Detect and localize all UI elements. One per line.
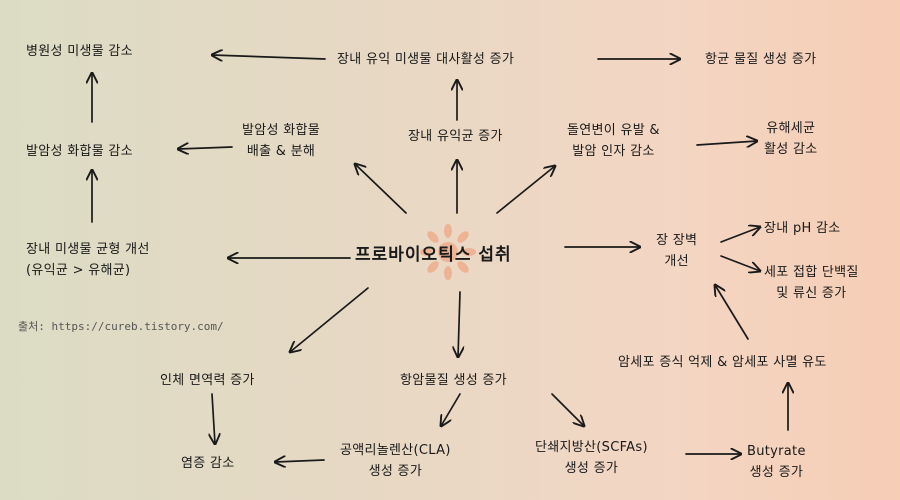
node-anticancer-increase: 항암물질 생성 증가: [400, 373, 507, 388]
node-balance-line2: (유익균 > 유해균): [26, 263, 131, 278]
node-inflammation-decrease: 염증 감소: [181, 456, 235, 471]
arrow-anticancer-to-cla: [441, 393, 461, 426]
arrow-carcinogen-to-decrease: [178, 147, 233, 149]
arrow-cla-to-inflammation: [275, 460, 325, 462]
node-junction-line2: 및 류신 증가: [776, 286, 847, 301]
arrow-anticancer-to-scfa: [551, 393, 584, 426]
arrow-top-to-pathogen: [212, 55, 326, 59]
node-harmful-activity-decrease: 유해세균 활성 감소: [764, 118, 817, 160]
arrow-barrier-to-ph: [720, 227, 760, 243]
node-cla-increase: 공액리놀렌산(CLA) 생성 증가: [340, 440, 451, 482]
node-barrier-line2: 개선: [664, 254, 689, 269]
node-cla-line2: 생성 증가: [368, 464, 423, 479]
node-butyrate-line2: 생성 증가: [749, 465, 804, 480]
source-credit: 출처: https://cureb.tistory.com/: [18, 320, 224, 333]
node-cancer-cell-suppression: 암세포 증식 억제 & 암세포 사멸 유도: [618, 355, 827, 370]
arrow-cancercell-to-barrier: [715, 285, 749, 340]
node-beneficial-increase: 장내 유익균 증가: [408, 129, 503, 144]
node-butyrate-line1: Butyrate: [747, 444, 806, 459]
node-gut-barrier: 장 장벽 개선: [656, 230, 697, 272]
node-scfa-increase: 단쇄지방산(SCFAs) 생성 증가: [535, 437, 648, 479]
node-barrier-line1: 장 장벽: [656, 233, 698, 248]
node-immunity-increase: 인체 면역력 증가: [160, 373, 255, 388]
node-butyrate-increase: Butyrate 생성 증가: [747, 441, 806, 483]
node-ph-decrease: 장내 pH 감소: [764, 221, 841, 236]
node-carcinogen-excretion-line1: 발암성 화합물: [242, 123, 320, 138]
arrow-center-to-mutation: [496, 166, 555, 214]
node-cla-line1: 공액리놀렌산(CLA): [340, 443, 451, 458]
node-carcinogen-excretion-line2: 배출 & 분해: [246, 144, 316, 159]
arrow-immunity-to-inflammation: [212, 393, 215, 444]
probiotic-sun-icon: [420, 224, 476, 280]
node-microbe-balance: 장내 미생물 균형 개선 (유익균 > 유해균): [26, 239, 150, 281]
node-mutation-line2: 발암 인자 감소: [572, 144, 655, 159]
node-harmful-line2: 활성 감소: [764, 142, 818, 157]
arrow-center-to-carcinogen: [355, 164, 407, 214]
node-beneficial-metabolic-activity: 장내 유익 미생물 대사활성 증가: [337, 52, 515, 67]
node-scfa-line2: 생성 증가: [564, 461, 619, 476]
node-carcinogen-decrease: 발암성 화합물 감소: [26, 144, 133, 159]
node-antibacterial-increase: 항균 물질 생성 증가: [705, 52, 817, 67]
arrow-center-to-immunity: [290, 287, 369, 352]
arrow-mutation-to-harmful: [696, 141, 757, 145]
node-mutation-decrease: 돌연변이 유발 & 발암 인자 감소: [567, 120, 660, 162]
node-scfa-line1: 단쇄지방산(SCFAs): [535, 440, 648, 455]
node-tight-junction: 세포 접합 단백질 및 류신 증가: [764, 262, 859, 304]
node-harmful-line1: 유해세균: [766, 121, 816, 136]
node-probiotic-intake: 프로바이오틱스 섭취: [355, 245, 512, 265]
node-junction-line1: 세포 접합 단백질: [764, 265, 859, 280]
node-mutation-line1: 돌연변이 유발 &: [567, 123, 660, 138]
arrow-center-to-anticancer: [458, 291, 460, 357]
arrow-barrier-to-junction: [720, 255, 760, 271]
node-balance-line1: 장내 미생물 균형 개선: [26, 242, 150, 257]
node-carcinogen-excretion: 발암성 화합물 배출 & 분해: [242, 120, 320, 162]
node-pathogen-decrease: 병원성 미생물 감소: [26, 44, 133, 59]
